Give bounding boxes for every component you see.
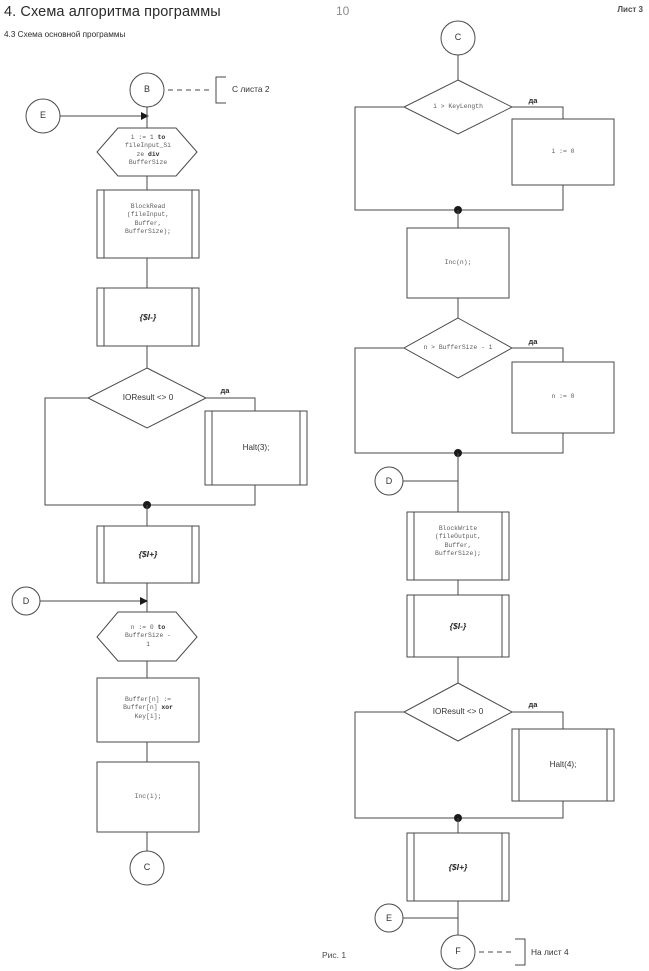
edge-assign-n-to-merge — [458, 433, 564, 454]
decision-ioresult-right-shape — [402, 682, 514, 742]
edge-buffersize-no-to-merge — [354, 347, 458, 454]
decision-keylength-shape — [402, 79, 514, 135]
edge-halt4-to-merge — [458, 801, 564, 819]
io-off-shape — [96, 287, 200, 347]
connector-f-shape — [440, 934, 476, 970]
loop-i-hexagon — [96, 127, 198, 177]
assign-n-zero-shape — [511, 361, 615, 434]
edge-assign-i-to-merge — [458, 185, 564, 211]
inc-i-shape — [96, 761, 200, 833]
edge-ioresult-right-yes — [512, 711, 564, 729]
io-on-right-shape — [406, 832, 510, 902]
edge-keylength-no-to-merge — [354, 106, 458, 211]
halt4-shape — [511, 728, 615, 802]
io-off-right-shape — [406, 594, 510, 658]
arrowhead-d-left — [140, 597, 148, 605]
edge-decision-yes-to-halt3 — [206, 397, 256, 411]
arrowhead-e-to-b — [141, 112, 149, 120]
blockwrite-shape — [406, 511, 510, 581]
inc-n-shape — [406, 227, 510, 299]
edge-ioresult-right-no-to-merge — [354, 711, 458, 819]
loop-n-hexagon — [96, 611, 198, 662]
halt3-shape — [204, 410, 308, 486]
decision-ioresult-shape — [86, 367, 208, 429]
edge-decision-no-to-merge — [44, 397, 147, 506]
blockread-shape — [96, 189, 200, 259]
connector-c-top-shape — [440, 20, 476, 56]
io-on-shape — [96, 525, 200, 584]
page-number: 10 — [336, 4, 350, 18]
connector-c-bottom-shape — [129, 850, 165, 886]
edge-halt3-to-merge — [147, 485, 256, 506]
connector-d-right-shape — [374, 466, 404, 496]
decision-buffersize-shape — [402, 317, 514, 379]
connector-e-bottom-shape — [374, 903, 404, 933]
connector-e-top-shape — [25, 98, 61, 134]
section-subtitle: 4.3 Схема основной программы — [4, 30, 126, 39]
connector-b-shape — [129, 72, 165, 108]
connector-d-left-shape — [11, 586, 41, 616]
offpage-bracket-to-sheet4 — [515, 938, 526, 966]
page-title: 4. Схема алгоритма программы — [4, 4, 221, 20]
sheet-label: Лист 3 — [617, 5, 643, 14]
xor-block-shape — [96, 677, 200, 743]
edge-buffersize-yes — [512, 347, 564, 362]
figure-caption: Рис. 1 — [322, 950, 347, 960]
edge-keylength-yes — [512, 106, 564, 119]
assign-i-zero-shape — [511, 118, 615, 186]
offpage-bracket-from-sheet2 — [215, 76, 226, 104]
